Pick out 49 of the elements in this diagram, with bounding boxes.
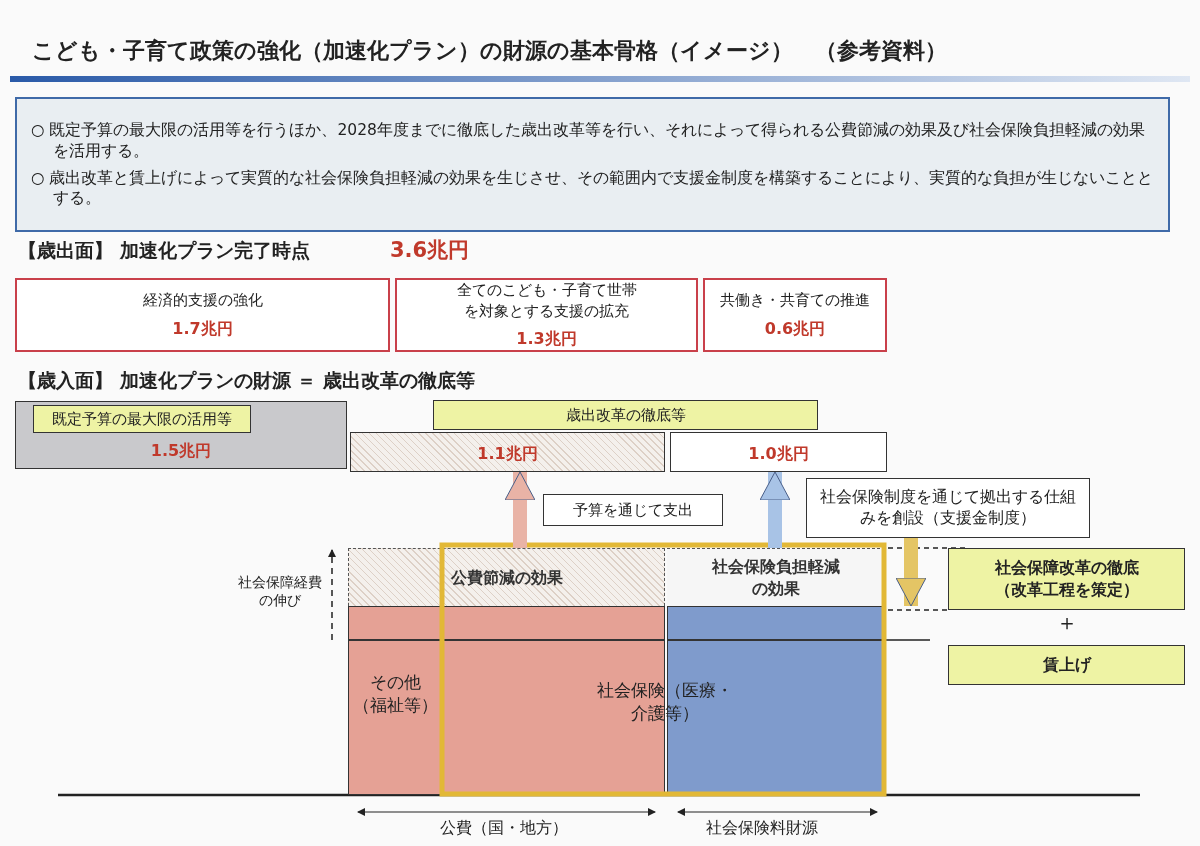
expense-block xyxy=(348,640,665,795)
effect-area xyxy=(348,548,665,606)
amount-text: 1.0兆円 xyxy=(748,444,809,465)
measure-box xyxy=(948,548,1185,610)
note-box xyxy=(806,478,1090,538)
axis-label: 社会保障経費の伸び xyxy=(237,574,323,610)
section-heading: 【歳出面】 加速化プラン完了時点 xyxy=(18,238,310,263)
block-label: その他（福祉等） xyxy=(351,671,439,717)
box-text: 予算を通じて支出 xyxy=(573,499,693,521)
amount-text: 0.6兆円 xyxy=(764,318,826,340)
box-text: 歳出改革の徹底等 xyxy=(565,404,686,426)
amount-text: 1.1兆円 xyxy=(477,444,538,465)
expense-block xyxy=(667,640,885,795)
amount-text: 1.7兆円 xyxy=(172,318,233,340)
arrow xyxy=(759,471,791,548)
expense-band xyxy=(348,606,665,640)
arrow xyxy=(895,538,927,607)
title: こども・子育て政策の強化（加速化プラン）の財源の基本骨格（イメージ） （参考資料） xyxy=(32,37,947,65)
box-text: 社会保険制度を通じて拠出する仕組みを創設（支援金制度） xyxy=(819,487,1077,529)
amount-text: 1.5兆円 xyxy=(150,441,212,463)
box-text: 全てのこども・子育て世帯を対象とする支援の拡充 xyxy=(455,280,638,321)
spending-box xyxy=(395,278,698,352)
area-label: 社会保険負担軽減の効果 xyxy=(710,555,841,600)
banner-label: 既定予算の最大限の活用等 xyxy=(33,405,251,434)
funding-box xyxy=(350,432,665,472)
box-text: 共働き・共育ての推進 xyxy=(720,290,870,311)
area-label: 公費節減の効果 xyxy=(449,566,564,589)
spending-box xyxy=(15,278,390,352)
funding-box xyxy=(670,432,887,472)
dimension-label: 社会保険料財源 xyxy=(706,818,818,839)
spending-box xyxy=(703,278,887,352)
expense-band xyxy=(667,606,885,640)
note-box xyxy=(543,494,723,526)
box-text: 経済的支援の強化 xyxy=(142,290,263,311)
measure-box xyxy=(948,645,1185,685)
box-text: 賃上げ xyxy=(1042,654,1091,676)
box-text: （改革工程を策定） xyxy=(994,579,1139,601)
funding-box xyxy=(15,401,347,469)
amount-text: 1.3兆円 xyxy=(516,328,577,350)
section-heading: 【歳入面】 加速化プランの財源 ＝ 歳出改革の徹底等 xyxy=(18,368,475,393)
total-amount: 3.6兆円 xyxy=(390,237,470,264)
dimension-label: 公費（国・地方） xyxy=(440,818,568,839)
bullet-text: ○ 既定予算の最大限の活用等を行うほか、2028年度までに徹底した歳出改革等を行い、それによって得られる公費節減の効果及び社会保険負担軽減の効果を活用する。 xyxy=(31,119,1146,162)
bullet-text: ○ 歳出改革と賃上げによって実質的な社会保険負担軽減の効果を生じさせ、その範囲内で支援金制度を構築することにより、実質的な負担が生じないこととする。 xyxy=(31,167,1154,210)
arrow xyxy=(504,471,536,548)
plus-sign: ＋ xyxy=(1056,609,1078,637)
summary-box xyxy=(15,97,1170,232)
banner-label xyxy=(433,400,818,430)
box-text: 社会保障改革の徹底 xyxy=(994,557,1139,579)
